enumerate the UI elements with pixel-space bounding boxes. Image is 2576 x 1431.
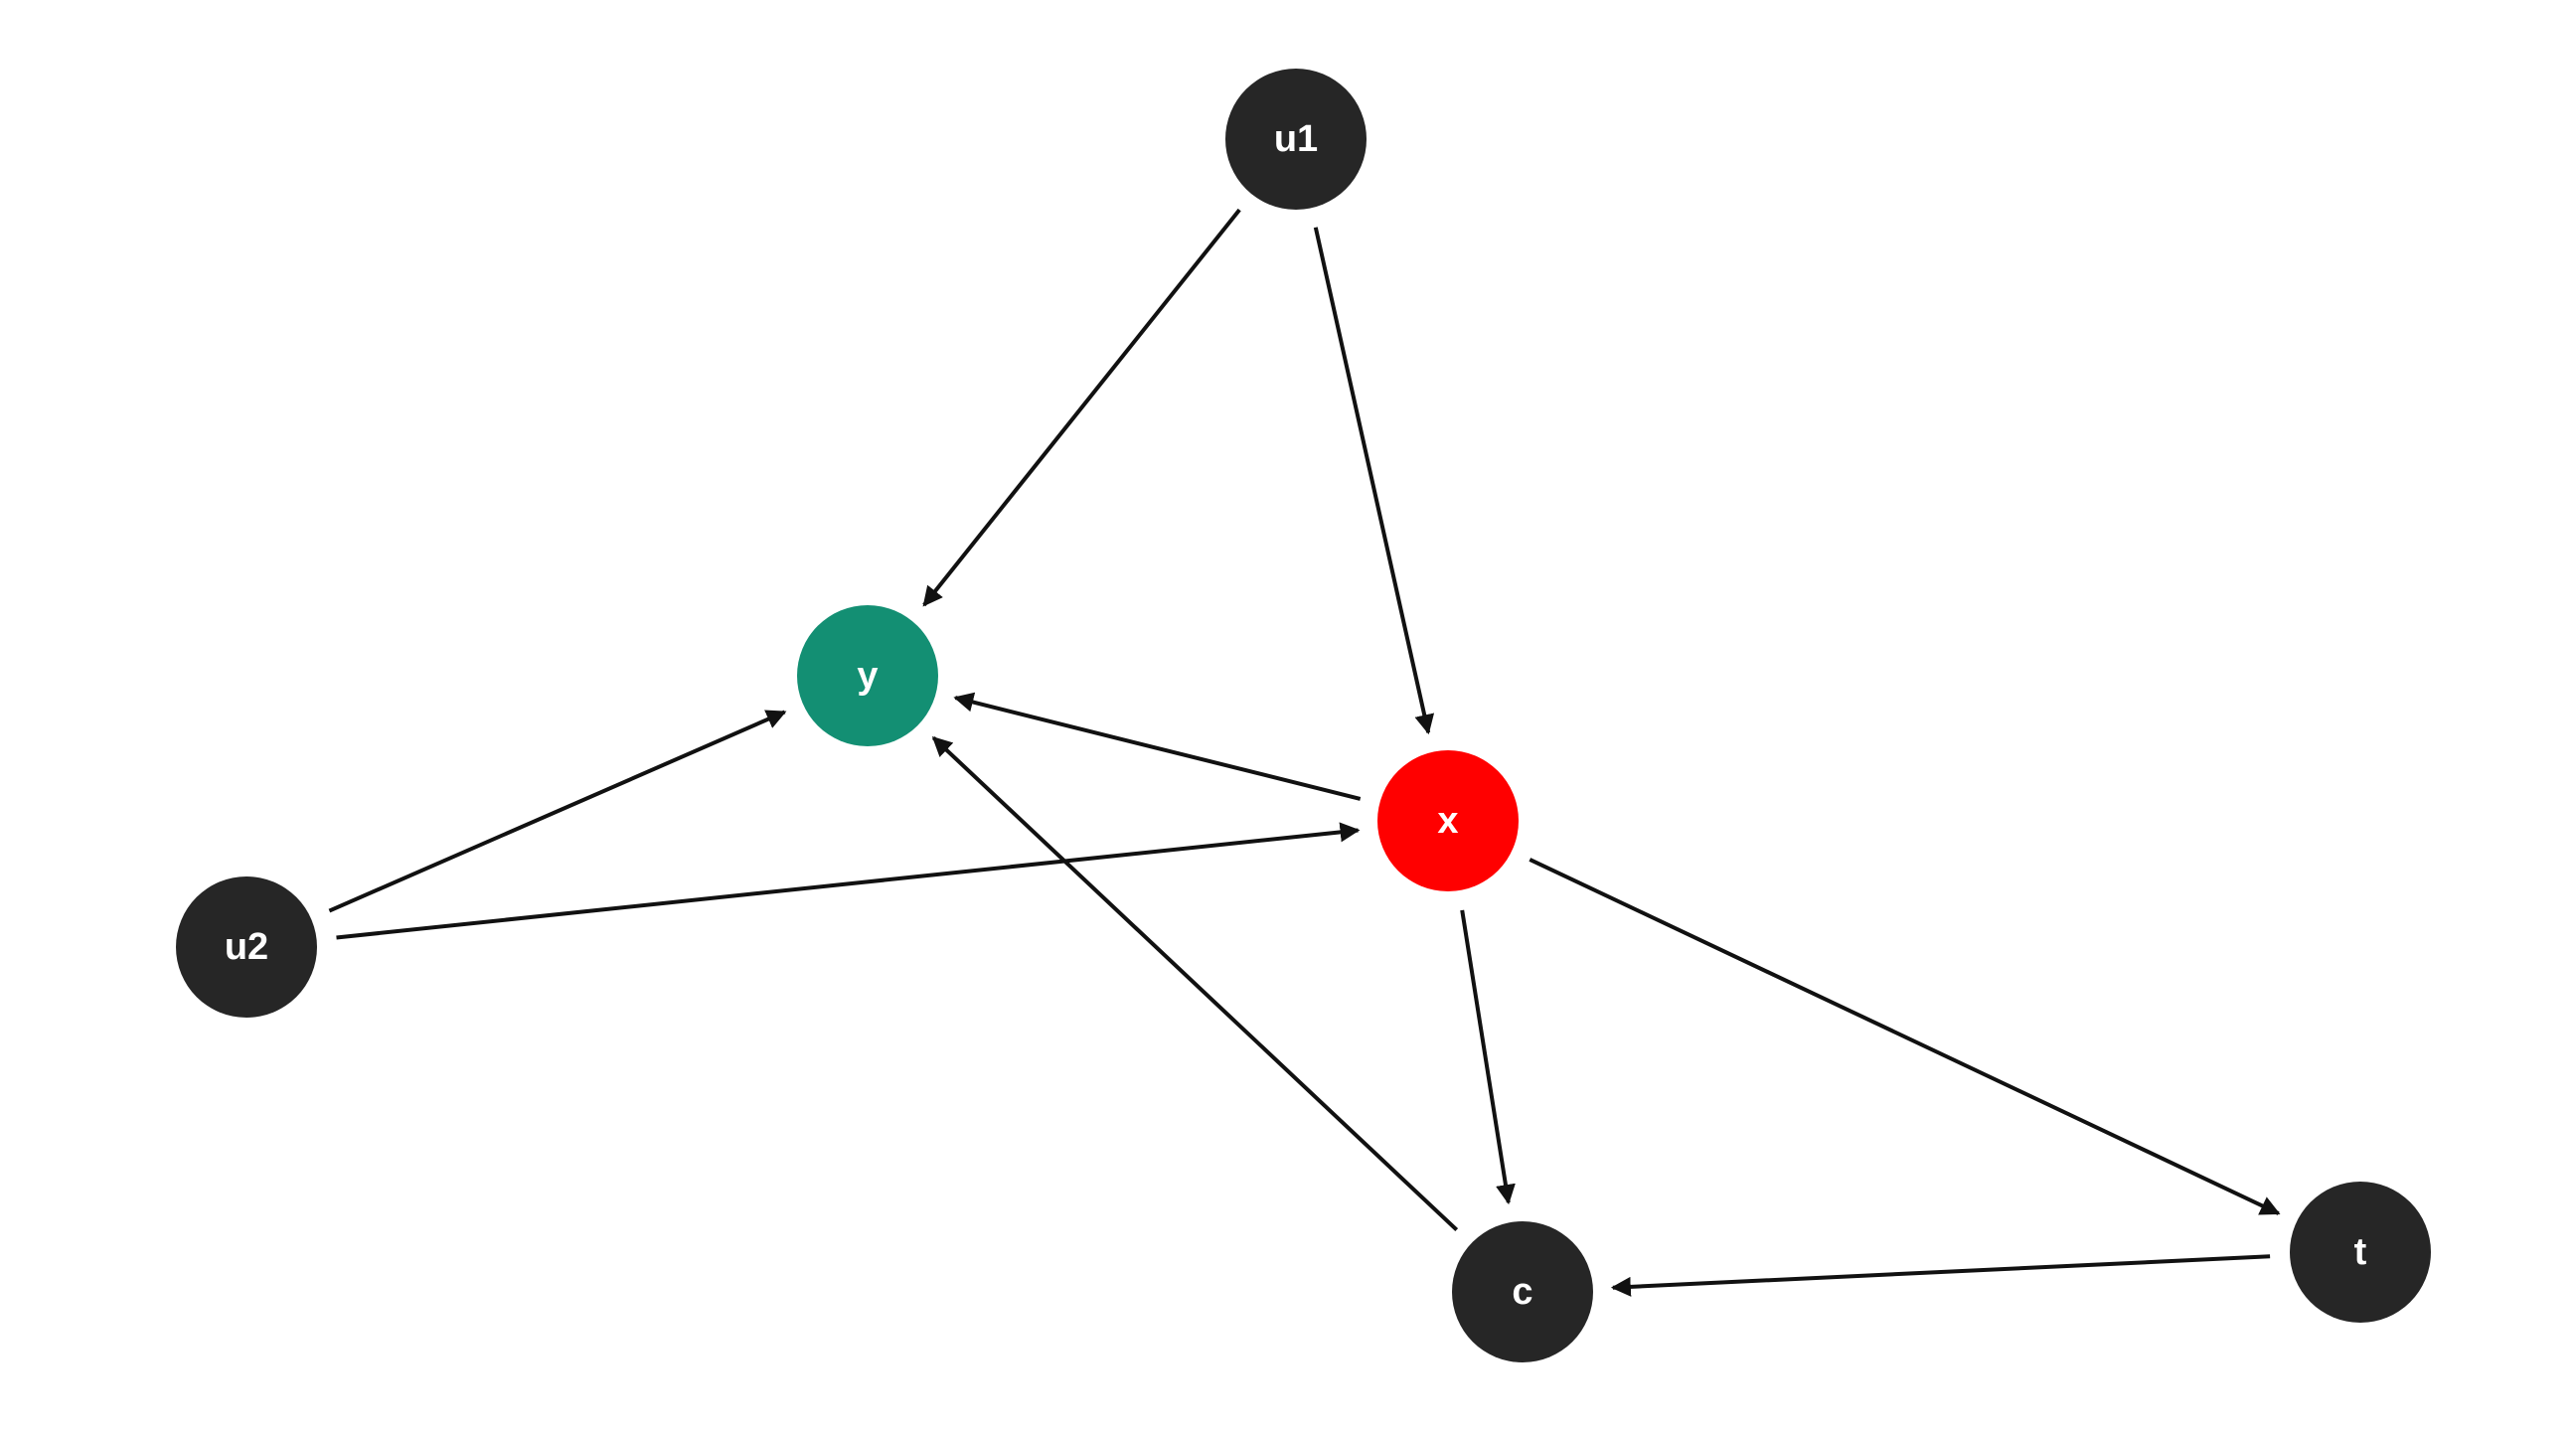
edge-u1-to-y	[922, 208, 1241, 607]
node-u1-circle	[1225, 69, 1367, 210]
node-u1: u1	[1225, 69, 1367, 210]
edge-u1-to-x	[1313, 227, 1435, 735]
edge-u2-to-x	[336, 822, 1361, 940]
node-c-label: c	[1512, 1271, 1532, 1313]
node-c-circle	[1452, 1221, 1593, 1362]
edge-u2-to-y	[328, 710, 787, 913]
node-t-circle	[2290, 1182, 2431, 1323]
node-t: t	[2290, 1182, 2431, 1323]
node-c: c	[1452, 1221, 1593, 1362]
node-u2-circle	[176, 876, 317, 1018]
edge-x-to-c	[1460, 909, 1516, 1205]
edges-layer	[328, 208, 2281, 1297]
edge-x-to-y	[953, 692, 1362, 801]
node-u1-label: u1	[1274, 118, 1318, 160]
edge-c-to-y	[931, 735, 1459, 1232]
node-x-label: x	[1437, 800, 1458, 842]
node-y: y	[797, 605, 938, 746]
edge-t-to-c	[1610, 1254, 2271, 1297]
node-y-label: y	[857, 655, 878, 697]
node-u2: u2	[176, 876, 317, 1018]
node-x: x	[1377, 750, 1519, 891]
node-t-label: t	[2354, 1231, 2367, 1273]
edge-x-to-t	[1529, 858, 2281, 1215]
node-y-circle	[797, 605, 938, 746]
node-x-circle	[1377, 750, 1519, 891]
node-u2-label: u2	[225, 926, 268, 968]
nodes-layer: u1 y x u2 c t	[176, 69, 2431, 1362]
